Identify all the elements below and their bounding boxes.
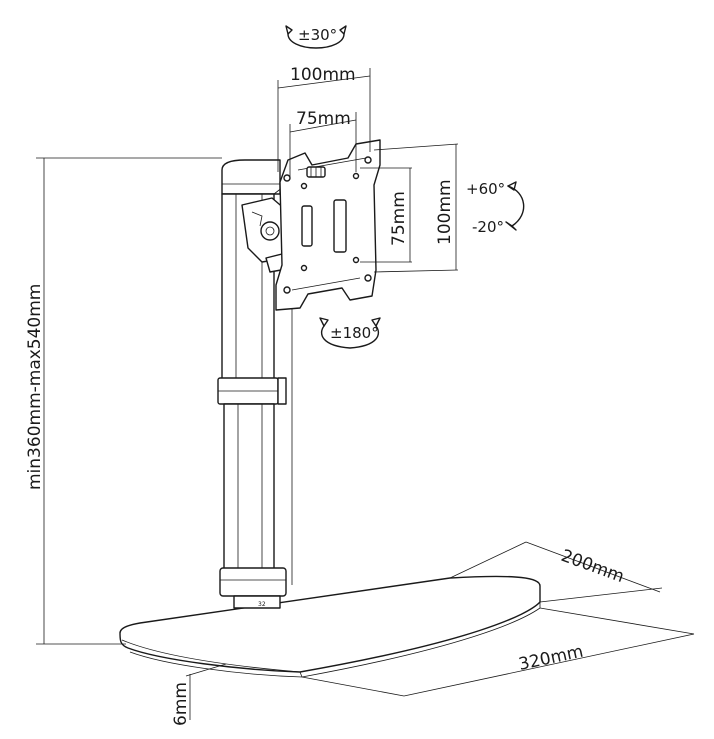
arrow-head-icon (371, 317, 381, 327)
vesa-hole (364, 274, 372, 282)
arrow-head-icon (319, 317, 329, 327)
vesa-hole (352, 256, 360, 264)
vesa-hole (300, 264, 308, 272)
vesa-plate (275, 139, 381, 311)
arrow-head-icon (507, 181, 517, 191)
arrow-head-icon (505, 221, 517, 231)
vesa-height-large-label: 100mm (435, 179, 455, 245)
vesa-hole (352, 172, 360, 180)
column-foot (233, 595, 281, 609)
vesa-width-small-label: 75mm (296, 109, 351, 129)
tilt-down-label: -20° (472, 218, 504, 236)
clamp-knob (277, 377, 287, 405)
height-range-label: min360mm-max540mm (25, 284, 45, 490)
vesa-height-small-label: 75mm (389, 191, 409, 246)
collar-mark: 32 (258, 601, 266, 608)
vesa-slot-left (301, 205, 313, 247)
tilt-up-label: +60° (466, 180, 505, 198)
vesa-width-large-label: 100mm (290, 65, 356, 85)
column-cap (221, 159, 281, 195)
base-plate (119, 575, 541, 678)
height-range-dimension: min360mm-max540mm (25, 157, 222, 645)
tilt-angle-indicator: +60° -20° (466, 180, 525, 236)
vesa-width-large-dimension: 100mm (277, 65, 371, 172)
stand-column: 32 (217, 159, 293, 609)
tilt-range-indicator: ±30° (285, 25, 347, 49)
arrow-head-icon (339, 25, 347, 35)
vesa-hole (283, 286, 291, 294)
base-thickness-label: 6mm (171, 682, 191, 726)
vesa-hole (364, 156, 372, 164)
arrow-head-icon (285, 25, 293, 35)
vesa-height-large-dimension: 100mm (373, 143, 459, 273)
base-thickness-dimension: 6mm (171, 663, 227, 726)
vesa-hole (300, 182, 308, 190)
column-collar (219, 567, 287, 597)
vesa-hole (283, 174, 291, 182)
column-lower-tube (223, 403, 275, 573)
tilt-pivot (260, 221, 280, 241)
vesa-width-small-dimension: 75mm (289, 109, 357, 178)
vesa-height-small-dimension: 75mm (360, 167, 412, 263)
base-depth-label: 200mm (558, 546, 626, 587)
base-width-label: 320mm (517, 642, 585, 675)
tilt-range-label: ±30° (298, 26, 337, 44)
rotation-indicator: ±180° (319, 317, 381, 349)
vesa-slot-right (333, 199, 347, 253)
rotation-label: ±180° (330, 324, 379, 342)
